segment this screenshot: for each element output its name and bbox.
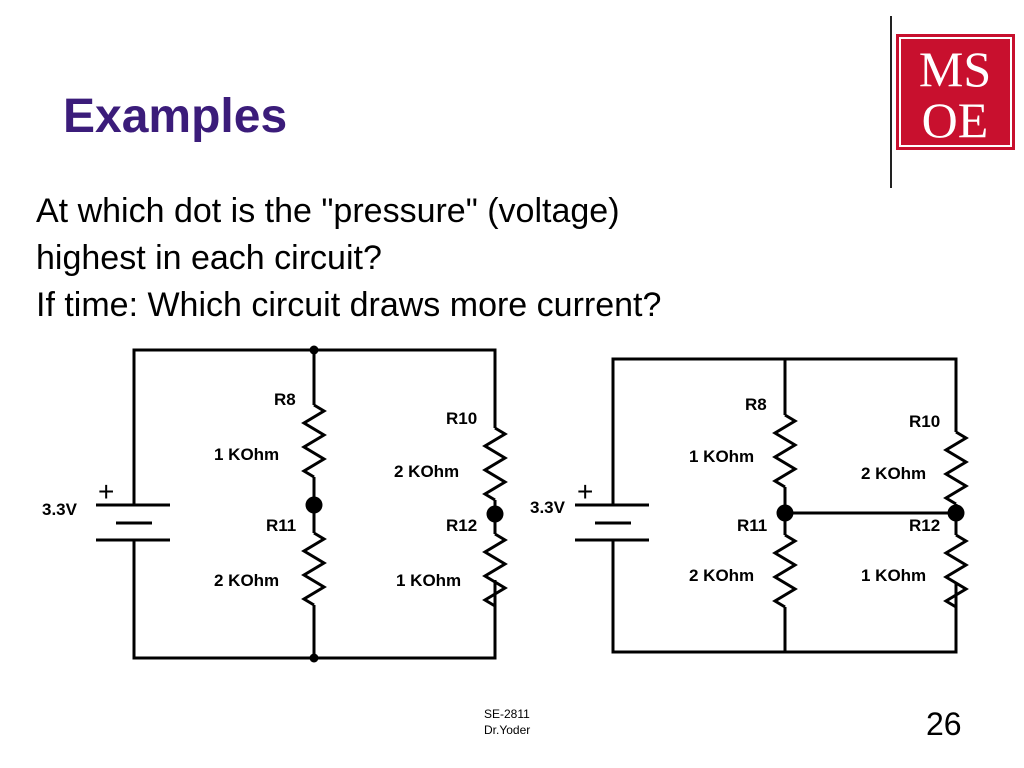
circuit-1: + 3.3V R8 1 KOhm R11 2 KOhm R10 2 KOhm R… xyxy=(42,345,508,663)
footer-course: SE-2811 xyxy=(484,707,530,721)
resistor-r8-name: R8 xyxy=(274,390,296,409)
resistor-r8-value: 1 KOhm xyxy=(214,445,279,464)
resistor-r10-value: 2 KOhm xyxy=(861,464,926,483)
battery-plus: + xyxy=(577,476,593,507)
junction-dot xyxy=(309,345,319,355)
resistor-r11-symbol xyxy=(772,533,798,609)
resistor-r11-name: R11 xyxy=(266,516,296,535)
resistor-r11-name: R11 xyxy=(737,516,767,535)
resistor-r8-symbol xyxy=(772,413,798,489)
battery-voltage-label: 3.3V xyxy=(42,500,78,519)
battery-voltage-label: 3.3V xyxy=(530,498,566,517)
test-dot-right xyxy=(947,504,965,522)
resistor-r10-symbol xyxy=(482,426,508,502)
test-dot-middle xyxy=(305,496,323,514)
logo-text-bottom: OE xyxy=(922,92,989,148)
question-line: If time: Which circuit draws more curren… xyxy=(36,286,662,324)
resistor-r12-symbol xyxy=(482,532,508,608)
footer: SE-2811 Dr.Yoder xyxy=(484,706,530,738)
resistor-r10-value: 2 KOhm xyxy=(394,462,459,481)
msoe-logo: MS OE xyxy=(896,34,1015,150)
junction-dot xyxy=(309,653,319,663)
battery-plus: + xyxy=(98,476,114,507)
logo-text-top: MS xyxy=(919,41,991,97)
resistor-r12-name: R12 xyxy=(446,516,477,535)
test-dot-right xyxy=(486,505,504,523)
resistor-r10-name: R10 xyxy=(909,412,940,431)
resistor-r11-value: 2 KOhm xyxy=(689,566,754,585)
resistor-r8-name: R8 xyxy=(745,395,767,414)
slide-title: Examples xyxy=(63,90,288,143)
test-dot-middle xyxy=(776,504,794,522)
resistor-r12-value: 1 KOhm xyxy=(396,571,461,590)
footer-author: Dr.Yoder xyxy=(484,723,531,737)
resistor-r12-name: R12 xyxy=(909,516,940,535)
resistor-r12-value: 1 KOhm xyxy=(861,566,926,585)
resistor-r10-name: R10 xyxy=(446,409,477,428)
resistor-r8-value: 1 KOhm xyxy=(689,447,754,466)
question-line: highest in each circuit? xyxy=(36,239,382,277)
resistor-r8-symbol xyxy=(301,403,327,479)
circuit-2: + 3.3V R8 1 KOhm R11 2 KOhm R10 2 KOhm R… xyxy=(530,357,969,654)
header-divider xyxy=(890,16,892,188)
question-line: At which dot is the "pressure" (voltage) xyxy=(36,192,620,230)
resistor-r11-value: 2 KOhm xyxy=(214,571,279,590)
question-text: At which dot is the "pressure" (voltage)… xyxy=(36,188,661,329)
resistor-r11-symbol xyxy=(301,531,327,607)
resistor-r10-symbol xyxy=(943,430,969,506)
resistor-r12-symbol xyxy=(943,533,969,609)
page-number: 26 xyxy=(926,706,962,742)
